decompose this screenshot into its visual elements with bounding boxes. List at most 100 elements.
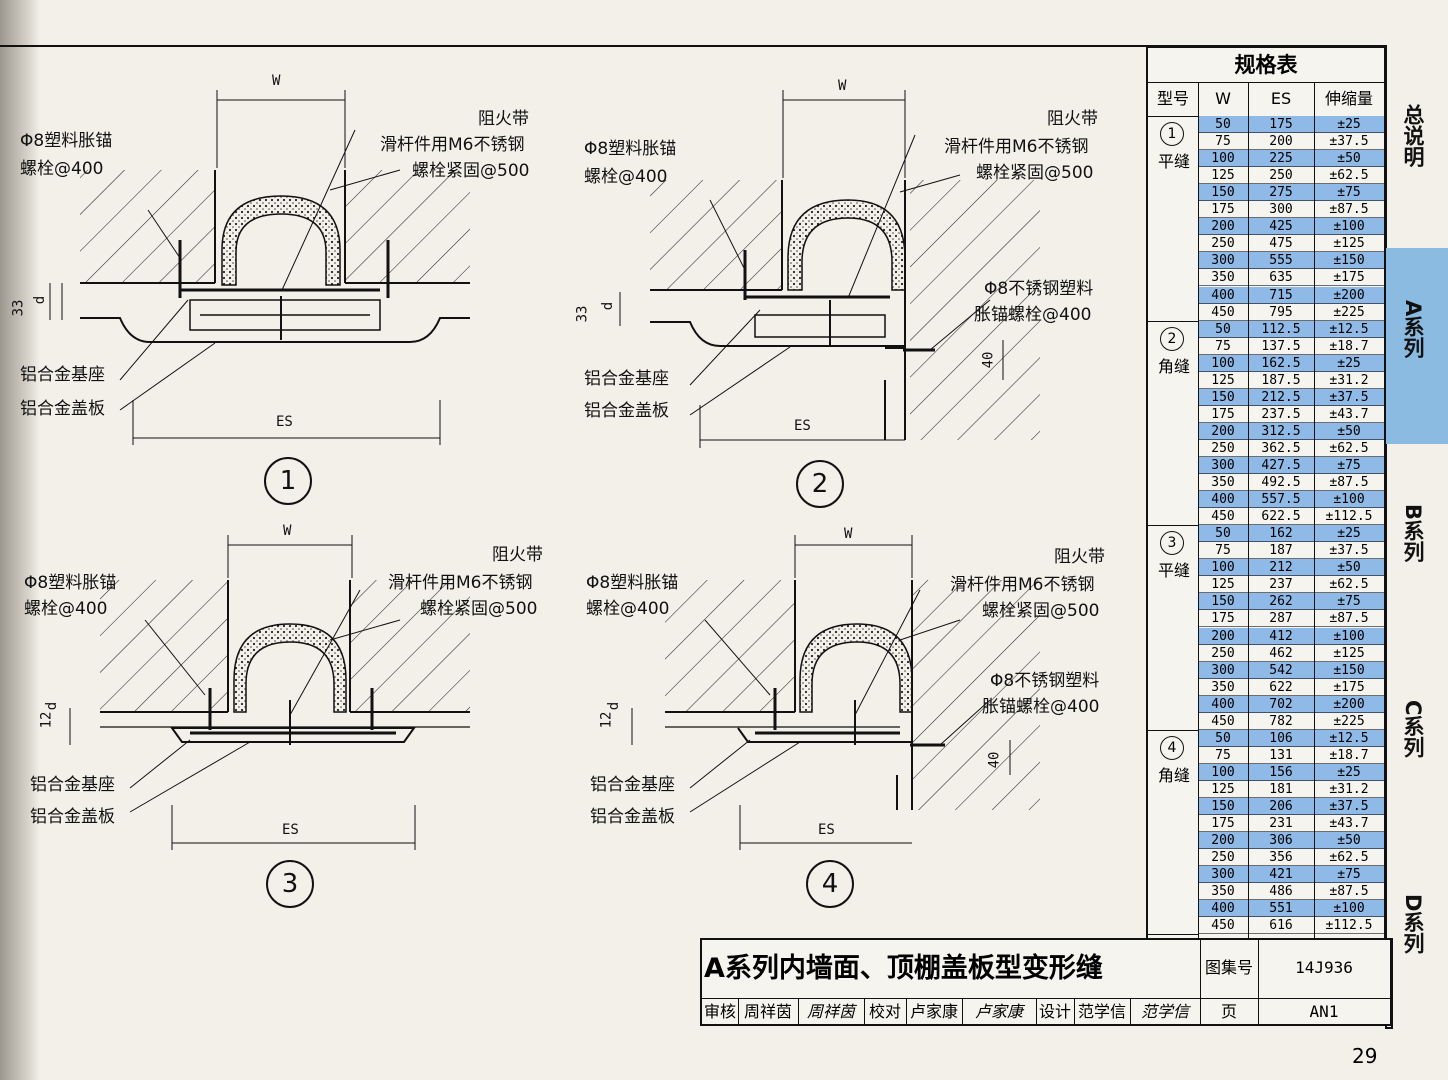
spec-cell-expansion: ±50 bbox=[1337, 151, 1361, 167]
spec-cell-expansion: ±112.5 bbox=[1325, 509, 1373, 525]
spec-cell-w: 50 bbox=[1215, 117, 1231, 132]
spec-cell-expansion: ±37.5 bbox=[1329, 799, 1369, 814]
spec-cell-expansion: ±100 bbox=[1333, 901, 1365, 917]
d4-base-label: 铝合金基座 bbox=[590, 775, 675, 795]
header-model: 型号 bbox=[1156, 89, 1189, 108]
spec-cell-es: 542 bbox=[1269, 662, 1293, 678]
spec-cell-w: 125 bbox=[1211, 577, 1235, 593]
check-signature: 卢家康 bbox=[974, 1002, 1023, 1021]
spec-cell-es: 306 bbox=[1269, 833, 1293, 849]
review-label: 审核 bbox=[703, 1002, 736, 1021]
spec-cell-expansion: ±31.2 bbox=[1329, 781, 1369, 797]
side-tab-c-label: C系列 bbox=[1401, 700, 1425, 758]
spec-cell-w: 150 bbox=[1211, 389, 1235, 405]
page-number: 29 bbox=[1352, 1044, 1378, 1068]
d4-cover-label: 铝合金盖板 bbox=[590, 807, 675, 827]
spec-cell-es: 702 bbox=[1269, 696, 1293, 712]
d2-dim-40: 40 bbox=[980, 351, 997, 369]
spec-cell-w: 350 bbox=[1211, 884, 1235, 900]
spec-cell-es: 300 bbox=[1269, 202, 1293, 218]
spec-group-name: 平缝 bbox=[1157, 561, 1190, 581]
spec-cell-es: 715 bbox=[1269, 287, 1293, 303]
spec-cell-expansion: ±200 bbox=[1333, 696, 1365, 712]
spec-cell-es: 162 bbox=[1269, 526, 1293, 542]
d3-width-label: W bbox=[283, 523, 292, 539]
spec-cell-es: 475 bbox=[1269, 236, 1293, 252]
spec-cell-w: 300 bbox=[1211, 253, 1235, 269]
d1-slide-label-1: 滑杆件用M6不锈钢 bbox=[380, 135, 525, 155]
spec-cell-es: 287 bbox=[1269, 611, 1293, 627]
spec-cell-es: 795 bbox=[1269, 304, 1293, 320]
d2-base-label: 铝合金基座 bbox=[584, 369, 669, 389]
d1-dim-33: 33 bbox=[10, 299, 27, 317]
d4-width-label: W bbox=[844, 526, 853, 542]
spec-cell-es: 231 bbox=[1269, 816, 1293, 832]
spec-cell-es: 782 bbox=[1269, 713, 1293, 729]
page-label: 页 bbox=[1220, 1002, 1237, 1021]
spec-cell-expansion: ±43.7 bbox=[1329, 406, 1369, 422]
spec-cell-w: 200 bbox=[1211, 833, 1235, 849]
side-tab-b[interactable]: B系列 bbox=[1388, 504, 1438, 567]
side-tab-d[interactable]: D系列 bbox=[1388, 894, 1438, 958]
side-tab-general[interactable]: 总说明 bbox=[1388, 104, 1438, 172]
d2-ss-anchor-label-1: Φ8不锈钢塑料 bbox=[984, 279, 1094, 299]
review-signature: 周祥茵 bbox=[806, 1002, 855, 1021]
spec-cell-expansion: ±18.7 bbox=[1329, 338, 1369, 354]
page-binding-shadow bbox=[0, 0, 40, 1080]
side-tab-c[interactable]: C系列 bbox=[1388, 700, 1438, 762]
d3-es-label: ES bbox=[282, 822, 299, 838]
spec-group-number: 2 bbox=[1160, 326, 1184, 351]
title-block: A系列内墙面、顶棚盖板型变形缝 图集号 14J936 审核 周祥茵 周祥茵 校对… bbox=[700, 938, 1392, 1026]
header-es: ES bbox=[1270, 89, 1292, 108]
side-tab-a[interactable]: A系列 bbox=[1388, 300, 1438, 363]
spec-cell-es: 362.5 bbox=[1261, 440, 1301, 456]
spec-cell-expansion: ±25 bbox=[1337, 764, 1361, 780]
spec-cell-es: 275 bbox=[1269, 185, 1293, 201]
spec-cell-w: 125 bbox=[1211, 372, 1235, 388]
spec-cell-es: 131 bbox=[1269, 747, 1293, 763]
spec-cell-w: 50 bbox=[1215, 321, 1231, 337]
page-value: AN1 bbox=[1309, 1002, 1339, 1021]
d4-anchor-label-2: 螺栓@400 bbox=[586, 599, 670, 619]
d2-anchor-label-1: Φ8塑料胀锚 bbox=[584, 139, 677, 159]
d1-width-label: W bbox=[272, 73, 281, 89]
d4-slide-label-1: 滑杆件用M6不锈钢 bbox=[950, 575, 1095, 595]
d2-slide-label-2: 螺栓紧固@500 bbox=[976, 163, 1094, 183]
d1-slide-label-2: 螺栓紧固@500 bbox=[412, 161, 530, 181]
spec-group-name: 平缝 bbox=[1157, 152, 1190, 171]
d1-fire-band-label: 阻火带 bbox=[478, 109, 529, 129]
spec-cell-expansion: ±62.5 bbox=[1329, 850, 1369, 866]
design-signature: 范学信 bbox=[1140, 1002, 1189, 1021]
spec-cell-es: 412 bbox=[1269, 628, 1293, 644]
side-tab-a-highlight bbox=[1386, 248, 1448, 444]
spec-cell-w: 400 bbox=[1211, 492, 1235, 508]
spec-cell-w: 400 bbox=[1211, 287, 1235, 303]
spec-cell-expansion: ±225 bbox=[1333, 713, 1365, 729]
d2-cover-label: 铝合金盖板 bbox=[584, 401, 669, 421]
spec-cell-es: 356 bbox=[1269, 850, 1293, 866]
check-name: 卢家康 bbox=[909, 1002, 958, 1021]
spec-cell-es: 212 bbox=[1269, 560, 1293, 576]
d4-dim-40: 40 bbox=[986, 751, 1003, 769]
d2-slide-label-1: 滑杆件用M6不锈钢 bbox=[944, 137, 1089, 157]
spec-cell-expansion: ±25 bbox=[1337, 355, 1361, 371]
d4-es-label: ES bbox=[818, 822, 835, 838]
spec-group-number: 4 bbox=[1160, 735, 1184, 760]
detail-4 bbox=[631, 535, 1040, 850]
